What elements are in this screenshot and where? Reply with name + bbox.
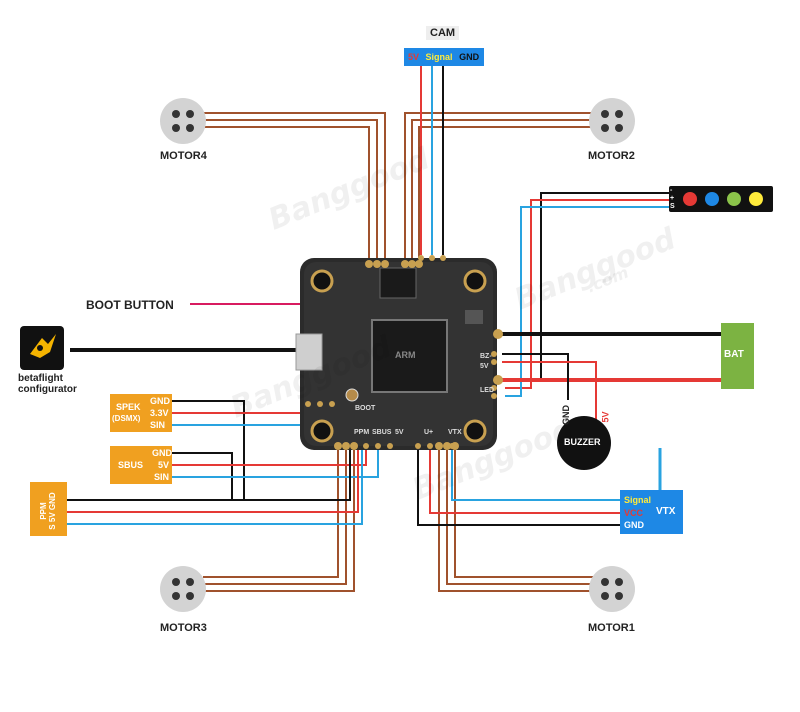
ppm-text: PPM S 5V GND <box>39 483 57 539</box>
board-pin-uplus: U+ <box>424 429 434 436</box>
led-pin-plus: + <box>670 195 675 202</box>
vtx-pin-signal: Signal <box>624 495 652 505</box>
sbus-pin-gnd: GND <box>152 448 172 458</box>
board-pin-vtx: VTX <box>448 429 462 436</box>
bat-label: BAT <box>724 349 744 360</box>
cam-wires <box>420 66 444 255</box>
mount-hole <box>463 419 487 443</box>
buzzer-label: BUZZER <box>564 437 601 447</box>
battery-box <box>721 323 754 389</box>
sbus-title: SBUS <box>118 460 144 470</box>
board-mcu-label: ARM <box>395 350 416 360</box>
spek-box: SPEK (DSMX) GND 3.3V SIN <box>110 394 172 432</box>
motor4-icon <box>160 98 206 144</box>
led-icon <box>683 192 697 206</box>
mount-hole <box>463 269 487 293</box>
led-pin-s: S <box>670 203 675 210</box>
motor2-label: MOTOR2 <box>588 150 635 162</box>
configurator-line2: configurator <box>18 384 77 395</box>
ppm-pin-s: S <box>48 524 57 530</box>
board-pin-5v: 5V <box>395 429 404 436</box>
sbus-pin-sin: SIN <box>154 472 170 482</box>
cam-pin-signal: Signal <box>425 52 453 62</box>
sbus-wires <box>172 448 379 500</box>
vtx-pin-vcc: VCC <box>624 508 644 518</box>
board-pin-ppm: PPM <box>354 429 370 436</box>
motor4-label: MOTOR4 <box>160 150 207 162</box>
led-icon <box>749 192 763 206</box>
motor3-label: MOTOR3 <box>160 622 207 634</box>
board-pin-bz: BZ- <box>480 353 492 360</box>
buzzer-gnd-label: GND <box>561 405 571 425</box>
motor1-icon <box>589 566 635 612</box>
configurator-line1: betaflight <box>18 373 63 384</box>
led-icon <box>727 192 741 206</box>
mount-hole <box>310 419 334 443</box>
buzzer-icon <box>557 416 611 470</box>
spek-pin-sin: SIN <box>150 420 166 430</box>
cam-title: CAM <box>426 26 460 40</box>
board-pin-side-5v: 5V <box>480 363 489 370</box>
ppm-box: PPM S 5V GND <box>30 482 67 536</box>
configurator-label: betaflight configurator <box>18 373 77 395</box>
vtx-wires <box>417 448 620 526</box>
spek-pin-3v3: 3.3V <box>150 408 169 418</box>
buzzer-wires <box>502 353 597 420</box>
betaflight-logo-icon <box>20 326 64 370</box>
ppm-pin-gnd: GND <box>48 492 57 511</box>
ppm-title: PPM <box>39 502 48 520</box>
led-strip <box>669 186 773 212</box>
spek-title: SPEK <box>116 402 141 412</box>
boot-button-label: BOOT BUTTON <box>86 298 174 312</box>
ppm-wires <box>67 448 363 525</box>
board-boot-label: BOOT <box>355 405 376 412</box>
spek-pin-gnd: GND <box>150 396 170 406</box>
cam-connector: 5V Signal GND <box>404 48 484 66</box>
spek-subtitle: (DSMX) <box>112 414 141 423</box>
motor-wires <box>203 112 597 592</box>
vtx-box: Signal VCC GND VTX <box>620 490 683 534</box>
board-pin-led: LED <box>480 387 494 394</box>
cam-pin-5v: 5V <box>408 52 420 62</box>
sbus-box: SBUS GND 5V SIN <box>110 446 172 484</box>
vtx-pin-gnd: GND <box>624 520 644 530</box>
mcu-chip <box>371 319 448 393</box>
sbus-pin-5v: 5V <box>158 460 170 470</box>
flight-controller-board <box>295 255 503 450</box>
buzzer-5v-label: 5V <box>600 411 611 423</box>
ppm-pin-5v: 5V <box>48 512 57 523</box>
mount-hole <box>310 269 334 293</box>
motor1-label: MOTOR1 <box>588 622 635 634</box>
board-pin-sbus: SBUS <box>372 429 392 436</box>
battery-wires <box>500 332 722 382</box>
vtx-title: VTX <box>656 506 676 517</box>
cam-pin-gnd: GND <box>459 52 480 62</box>
boot-button <box>345 388 359 402</box>
led-icon <box>705 192 719 206</box>
led-pin-minus: - <box>670 187 673 194</box>
motor3-icon <box>160 566 206 612</box>
motor2-icon <box>589 98 635 144</box>
usb-port <box>295 333 323 371</box>
